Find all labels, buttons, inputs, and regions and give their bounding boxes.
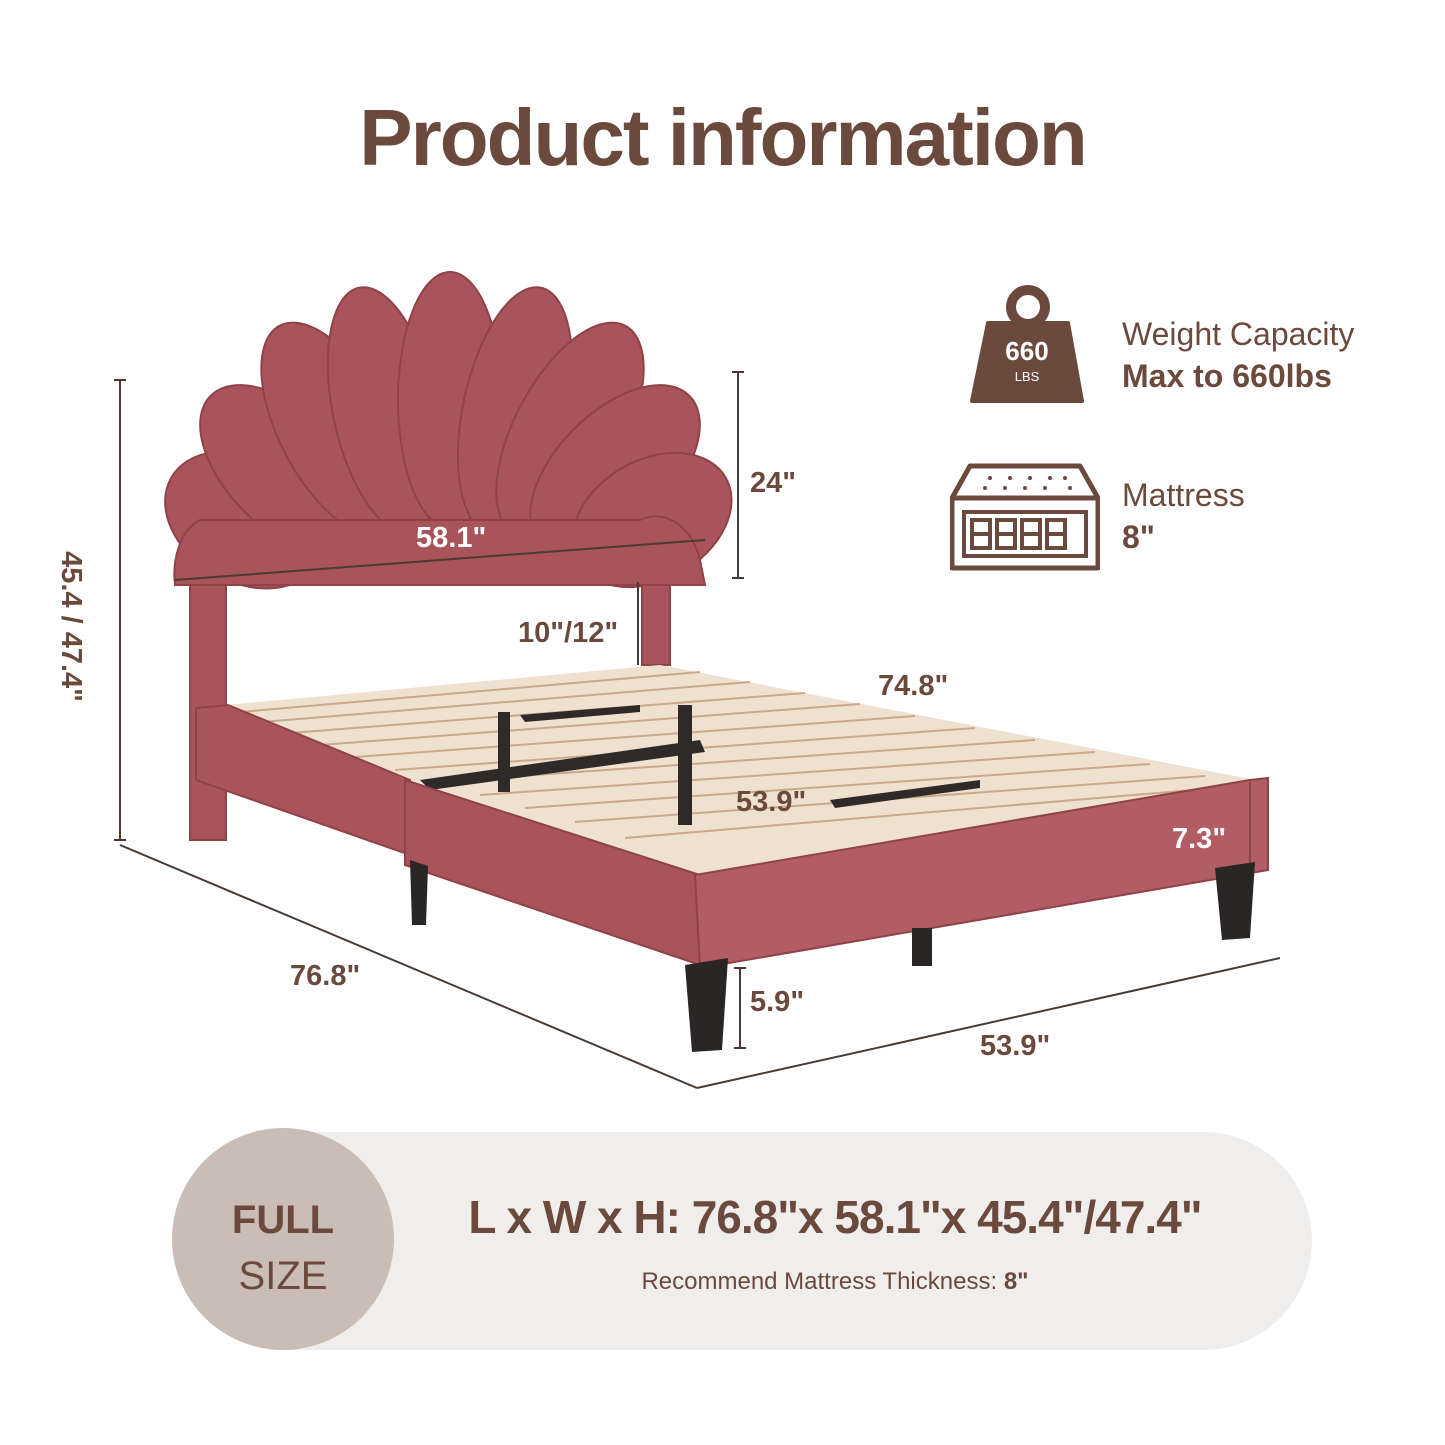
side-rail-height-label: 7.3" <box>1172 823 1227 855</box>
leg-height-label: 5.9" <box>750 986 805 1018</box>
mattress-spec: Mattress 8" <box>950 460 1410 580</box>
footboard <box>693 776 1269 970</box>
headboard <box>164 271 733 590</box>
mattress-icon <box>950 463 1100 571</box>
total-height-label: 45.4 / 47.4" <box>54 551 87 702</box>
recommended-mattress-value: 8" <box>1003 1268 1029 1295</box>
recommended-mattress-label: Recommend Mattress Thickness: <box>641 1268 998 1295</box>
recommended-mattress: Recommend Mattress Thickness: 8" <box>400 1268 1270 1296</box>
mattress-label: Mattress <box>1122 477 1245 513</box>
dimension-lines <box>114 371 1281 1089</box>
center-support-leg <box>678 705 692 825</box>
weight-icon-value: 660 <box>1005 336 1048 366</box>
weight-capacity-spec: 660 LBS Weight Capacity Max to 660lbs <box>950 285 1410 405</box>
size-badge-line1: FULL <box>231 1198 335 1242</box>
size-badge-line2: SIZE <box>238 1254 328 1298</box>
mattress-value: 8" <box>1122 519 1155 555</box>
headboard-height-label: 24" <box>750 467 797 499</box>
weight-icon-unit: LBS <box>1015 369 1040 384</box>
headboard-width-label: 58.1" <box>416 522 487 554</box>
weight-icon: 660 LBS <box>970 285 1084 403</box>
center-support-leg <box>498 712 510 792</box>
slat-gaps <box>420 705 980 808</box>
inner-width-label: 53.9" <box>736 786 807 818</box>
inner-length-label: 74.8" <box>878 670 949 702</box>
page-title: Product information <box>359 93 1087 182</box>
headboard-post-right <box>641 584 671 666</box>
legs <box>410 860 1255 1052</box>
weight-capacity-value: Max to 660lbs <box>1122 358 1332 394</box>
length-label: 76.8" <box>290 960 361 992</box>
weight-capacity-label: Weight Capacity <box>1122 316 1355 352</box>
slat-clearance-label: 10"/12" <box>518 617 619 649</box>
size-badge <box>172 1128 394 1350</box>
overall-dimensions: L x W x H: 76.8"x 58.1"x 45.4"/47.4" <box>468 1191 1202 1243</box>
width-label: 53.9" <box>980 1030 1051 1062</box>
